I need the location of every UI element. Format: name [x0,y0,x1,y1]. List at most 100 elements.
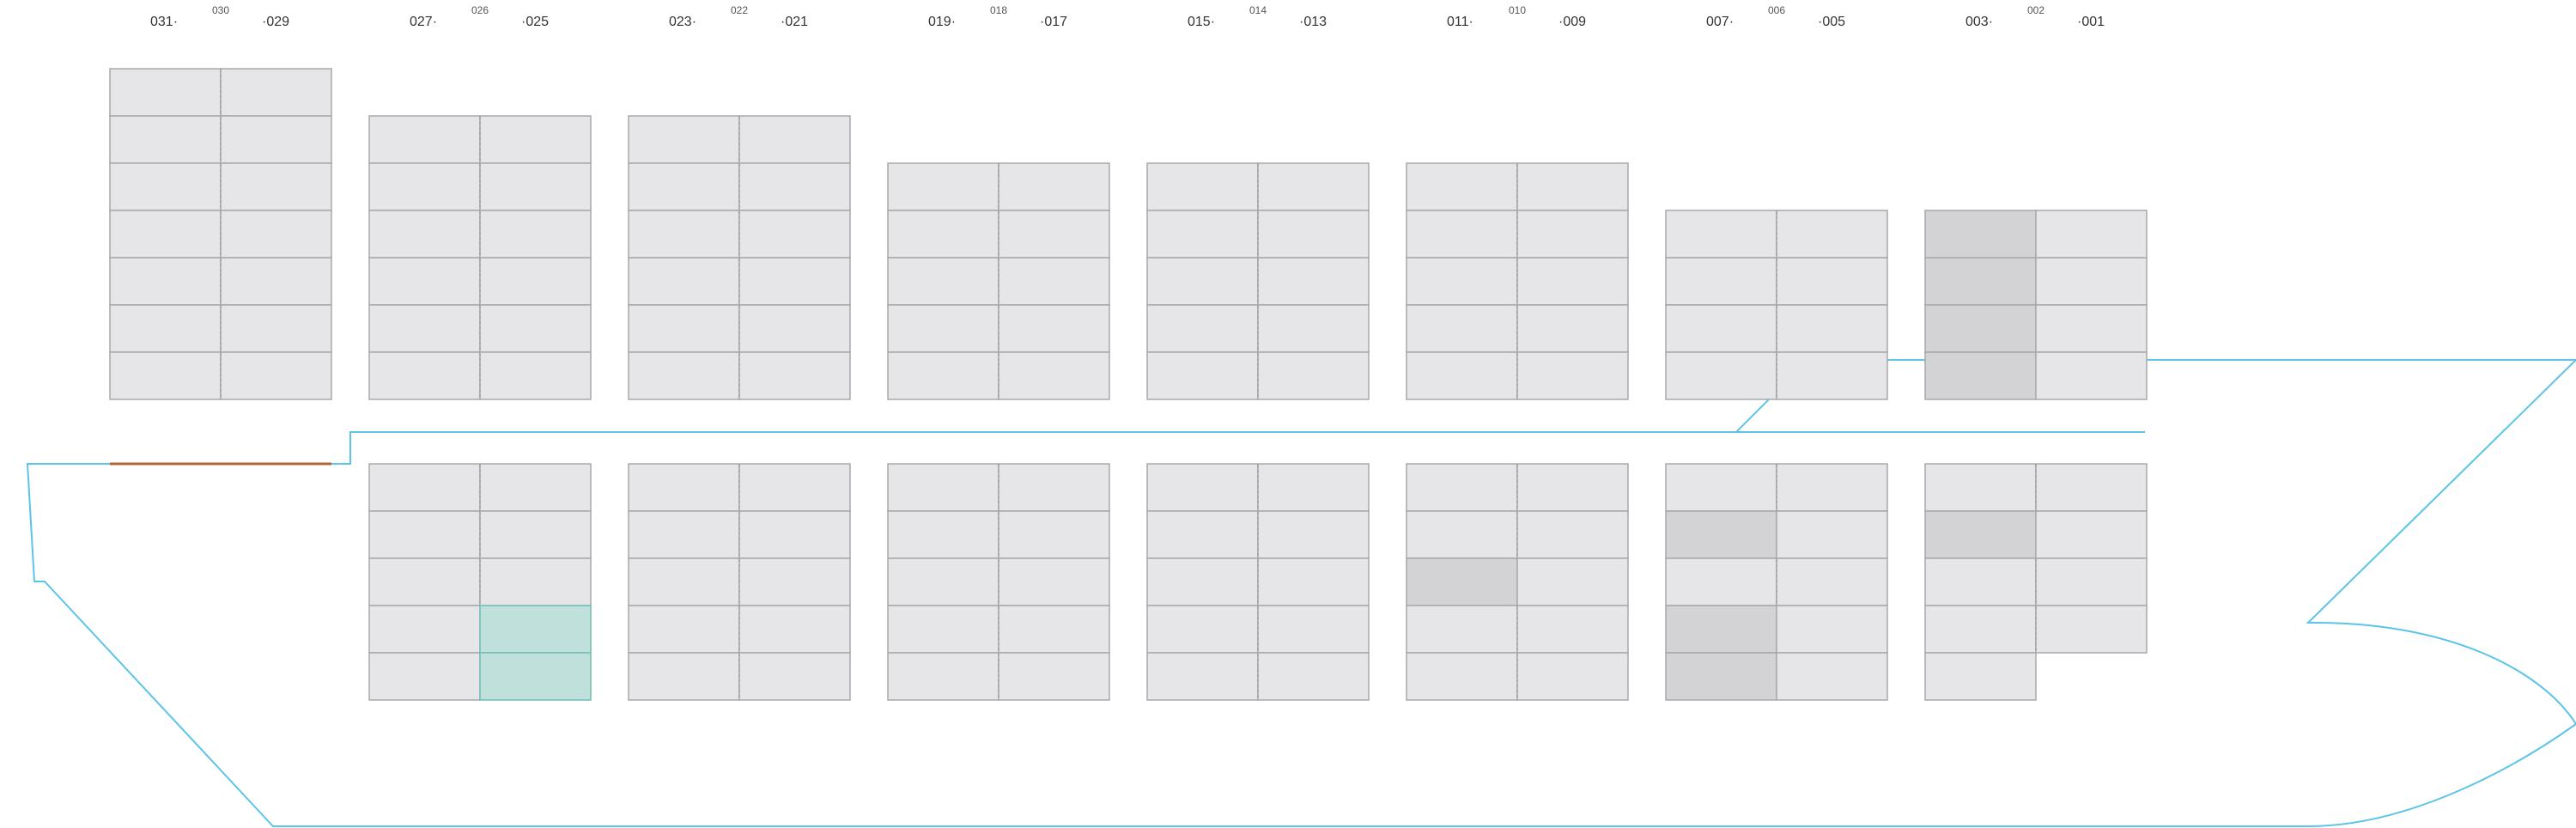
container-slot-occupied[interactable] [1665,652,1777,701]
container-slot[interactable] [998,510,1110,559]
container-slot[interactable] [998,257,1110,306]
container-slot[interactable] [479,162,592,211]
container-slot[interactable] [887,605,999,654]
container-slot[interactable] [1665,257,1777,306]
container-slot[interactable] [628,463,740,512]
container-slot[interactable] [479,463,592,512]
container-slot[interactable] [1406,162,1518,211]
container-slot[interactable] [628,304,740,353]
container-slot-occupied[interactable] [1665,605,1777,654]
container-slot[interactable] [1776,652,1888,701]
container-slot[interactable] [479,115,592,164]
container-slot[interactable] [887,210,999,259]
container-slot[interactable] [887,510,999,559]
container-slot[interactable] [628,557,740,606]
container-slot[interactable] [1516,304,1629,353]
container-slot[interactable] [368,351,481,400]
container-slot[interactable] [1665,557,1777,606]
container-slot[interactable] [1257,652,1370,701]
container-slot[interactable] [628,210,740,259]
container-slot[interactable] [887,162,999,211]
container-slot[interactable] [1776,210,1888,259]
container-slot[interactable] [2035,257,2148,306]
container-slot[interactable] [2035,463,2148,512]
container-slot[interactable] [628,257,740,306]
container-slot[interactable] [738,605,851,654]
container-slot[interactable] [628,162,740,211]
container-slot[interactable] [1516,652,1629,701]
container-slot[interactable] [1516,510,1629,559]
container-slot[interactable] [368,210,481,259]
container-slot[interactable] [998,162,1110,211]
container-slot[interactable] [368,257,481,306]
container-slot[interactable] [368,162,481,211]
container-slot[interactable] [1406,351,1518,400]
container-slot[interactable] [1516,162,1629,211]
container-slot[interactable] [220,304,332,353]
container-slot[interactable] [738,162,851,211]
container-slot[interactable] [1257,210,1370,259]
container-slot[interactable] [1257,351,1370,400]
container-slot[interactable] [1776,605,1888,654]
container-slot[interactable] [2035,351,2148,400]
container-slot[interactable] [628,605,740,654]
container-slot[interactable] [1516,605,1629,654]
container-slot[interactable] [1146,557,1259,606]
container-slot[interactable] [738,304,851,353]
container-slot[interactable] [479,510,592,559]
container-slot[interactable] [1146,510,1259,559]
container-slot[interactable] [998,304,1110,353]
container-slot[interactable] [1924,463,2037,512]
container-slot[interactable] [1516,257,1629,306]
container-slot-occupied[interactable] [1924,257,2037,306]
container-slot[interactable] [220,115,332,164]
container-slot[interactable] [1146,257,1259,306]
container-slot[interactable] [220,162,332,211]
container-slot[interactable] [1406,210,1518,259]
container-slot[interactable] [1776,257,1888,306]
container-slot[interactable] [1257,162,1370,211]
container-slot[interactable] [1257,557,1370,606]
container-slot-highlighted[interactable] [479,605,592,654]
container-slot[interactable] [1776,351,1888,400]
container-slot[interactable] [1776,304,1888,353]
container-slot[interactable] [220,351,332,400]
container-slot[interactable] [1146,652,1259,701]
container-slot[interactable] [628,115,740,164]
container-slot[interactable] [2035,304,2148,353]
container-slot[interactable] [1776,463,1888,512]
container-slot-occupied[interactable] [1665,510,1777,559]
container-slot-occupied[interactable] [1924,210,2037,259]
container-slot[interactable] [738,510,851,559]
container-slot[interactable] [1516,210,1629,259]
container-slot[interactable] [628,652,740,701]
container-slot[interactable] [479,557,592,606]
container-slot[interactable] [998,557,1110,606]
container-slot[interactable] [368,605,481,654]
container-slot[interactable] [1257,463,1370,512]
container-slot[interactable] [1146,351,1259,400]
container-slot[interactable] [887,304,999,353]
container-slot[interactable] [1776,510,1888,559]
container-slot[interactable] [368,652,481,701]
container-slot[interactable] [998,463,1110,512]
container-slot[interactable] [479,210,592,259]
container-slot[interactable] [2035,605,2148,654]
container-slot[interactable] [1146,463,1259,512]
container-slot[interactable] [887,351,999,400]
container-slot[interactable] [628,351,740,400]
container-slot[interactable] [1665,210,1777,259]
container-slot-occupied[interactable] [1924,304,2037,353]
container-slot[interactable] [887,557,999,606]
container-slot[interactable] [887,652,999,701]
container-slot[interactable] [1516,463,1629,512]
container-slot[interactable] [2035,210,2148,259]
container-slot[interactable] [738,351,851,400]
container-slot[interactable] [220,68,332,117]
container-slot[interactable] [1146,210,1259,259]
container-slot[interactable] [1924,605,2037,654]
container-slot[interactable] [109,210,222,259]
container-slot[interactable] [738,210,851,259]
container-slot[interactable] [738,257,851,306]
container-slot[interactable] [220,210,332,259]
